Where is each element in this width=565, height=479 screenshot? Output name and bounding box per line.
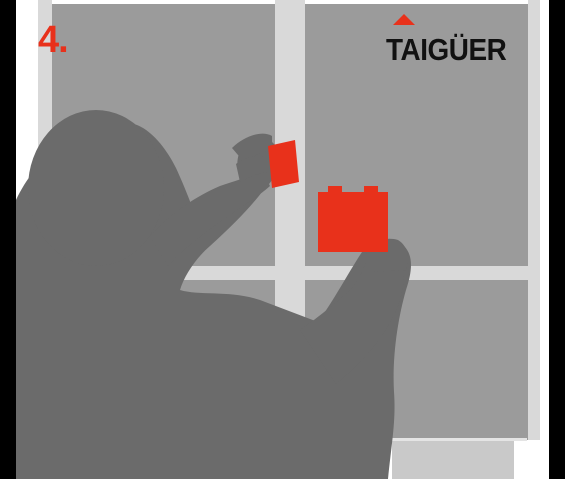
window-sill-block xyxy=(392,440,514,479)
brand-logo: TAIGÜER xyxy=(386,14,526,74)
brand-name: TAIGÜER xyxy=(386,30,506,70)
right-border xyxy=(549,0,565,479)
triangle-icon xyxy=(393,14,415,25)
left-border xyxy=(0,0,16,479)
step-number: 4. xyxy=(38,20,68,60)
large-red-block xyxy=(318,186,388,252)
small-red-pad xyxy=(268,140,299,188)
